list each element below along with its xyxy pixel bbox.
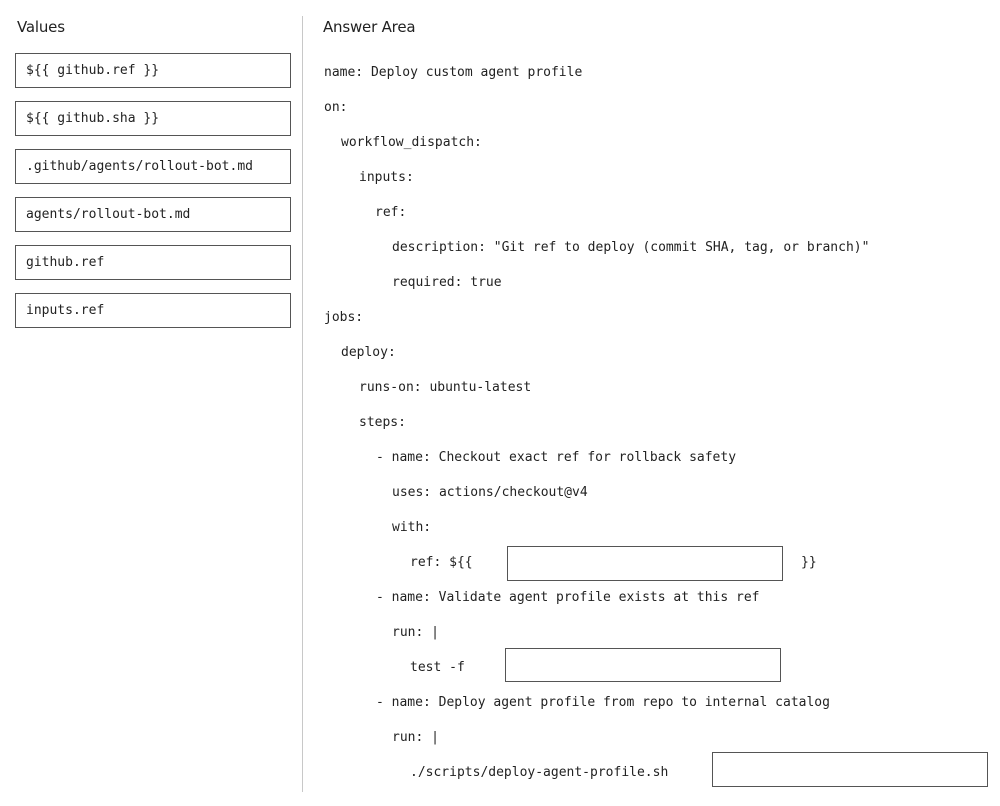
answer-drop-target-profile-path[interactable]: [505, 648, 781, 682]
panel-divider: [302, 16, 303, 792]
code-line-runs-on: runs-on: ubuntu-latest: [359, 380, 532, 395]
code-line-steps: steps:: [359, 415, 406, 430]
answer-drop-target-deploy-argument[interactable]: [712, 752, 988, 787]
code-line-step-deploy-name: - name: Deploy agent profile from repo t…: [376, 695, 830, 710]
value-tile-github-ref-expression[interactable]: ${{ github.ref }}: [15, 53, 291, 88]
code-line-ref-input: ref:: [375, 205, 407, 220]
answer-drop-target-checkout-ref[interactable]: [507, 546, 783, 581]
value-tile-github-ref[interactable]: github.ref: [15, 245, 291, 280]
code-line-run-deploy: run: |: [392, 730, 439, 745]
code-line-jobs: jobs:: [324, 310, 364, 325]
code-line-with: with:: [392, 520, 432, 535]
answer-area-heading: Answer Area: [323, 18, 416, 36]
value-tile-inputs-ref[interactable]: inputs.ref: [15, 293, 291, 328]
code-line-on: on:: [324, 100, 348, 115]
values-heading: Values: [17, 18, 65, 36]
values-list: ${{ github.ref }} ${{ github.sha }} .git…: [15, 53, 291, 341]
code-line-step-validate-name: - name: Validate agent profile exists at…: [376, 590, 760, 605]
value-tile-github-sha-expression[interactable]: ${{ github.sha }}: [15, 101, 291, 136]
value-tile-agents-path[interactable]: agents/rollout-bot.md: [15, 197, 291, 232]
code-line-description: description: "Git ref to deploy (commit …: [392, 240, 870, 255]
code-line-deploy-script: ./scripts/deploy-agent-profile.sh: [410, 765, 669, 780]
code-line-uses-checkout: uses: actions/checkout@v4: [392, 485, 588, 500]
code-line-deploy-job: deploy:: [341, 345, 396, 360]
code-line-inputs: inputs:: [359, 170, 414, 185]
code-line-required: required: true: [392, 275, 502, 290]
value-tile-dot-github-agents-path[interactable]: .github/agents/rollout-bot.md: [15, 149, 291, 184]
code-line-run-validate: run: |: [392, 625, 439, 640]
code-line-test-f: test -f: [410, 660, 465, 675]
code-line-ref-close: }}: [801, 555, 817, 570]
code-line-workflow-dispatch: workflow_dispatch:: [341, 135, 482, 150]
code-line-ref-open: ref: ${{: [410, 555, 473, 570]
code-line-workflow-name: name: Deploy custom agent profile: [324, 65, 583, 80]
code-line-step-checkout-name: - name: Checkout exact ref for rollback …: [376, 450, 737, 465]
